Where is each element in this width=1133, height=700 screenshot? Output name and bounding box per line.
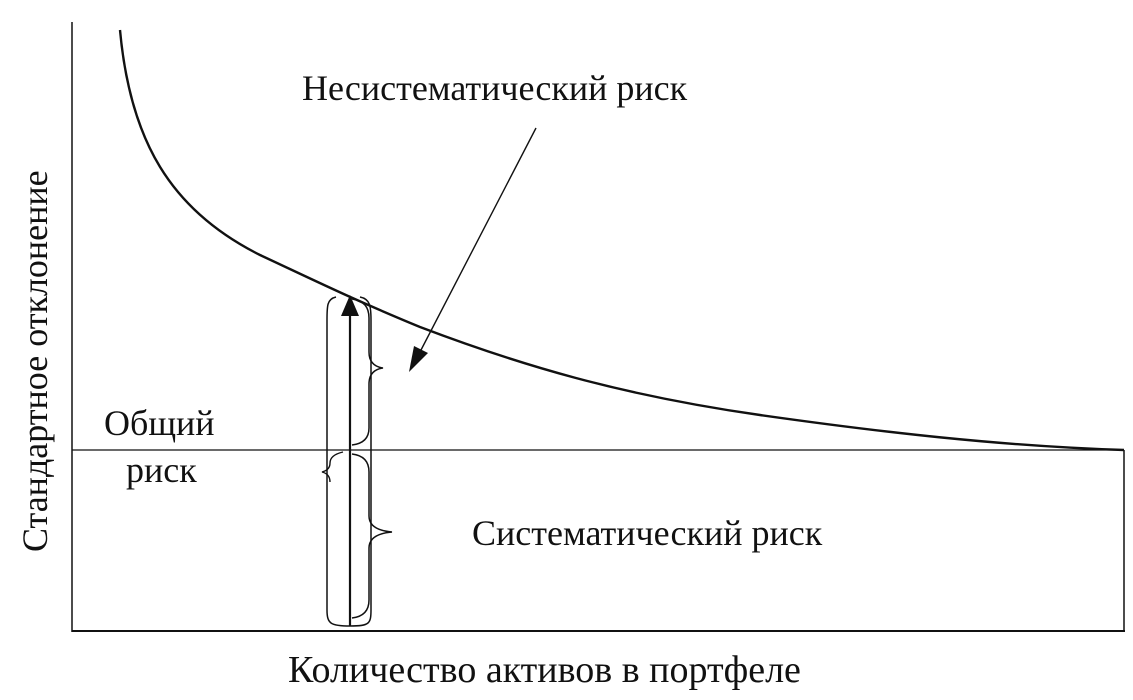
total-risk-curve [118,29,1125,452]
unsystematic-brace [351,298,384,446]
unsystematic-pointer-head [409,346,428,372]
unsystematic-risk-label: Несистематический риск [302,68,688,108]
unsystematic-pointer-line [420,127,537,351]
total-risk-label-line1: Общий [104,403,215,443]
x-axis-label: Количество активов в портфеле [288,649,801,691]
y-axis-label: Стандартное отклонение [15,170,55,552]
total-risk-left-brace [321,451,344,483]
total-risk-arrow-head [341,295,359,316]
systematic-brace [351,453,393,619]
systematic-risk-label: Систематический риск [472,513,823,553]
total-risk-label-line2: риск [126,450,197,490]
